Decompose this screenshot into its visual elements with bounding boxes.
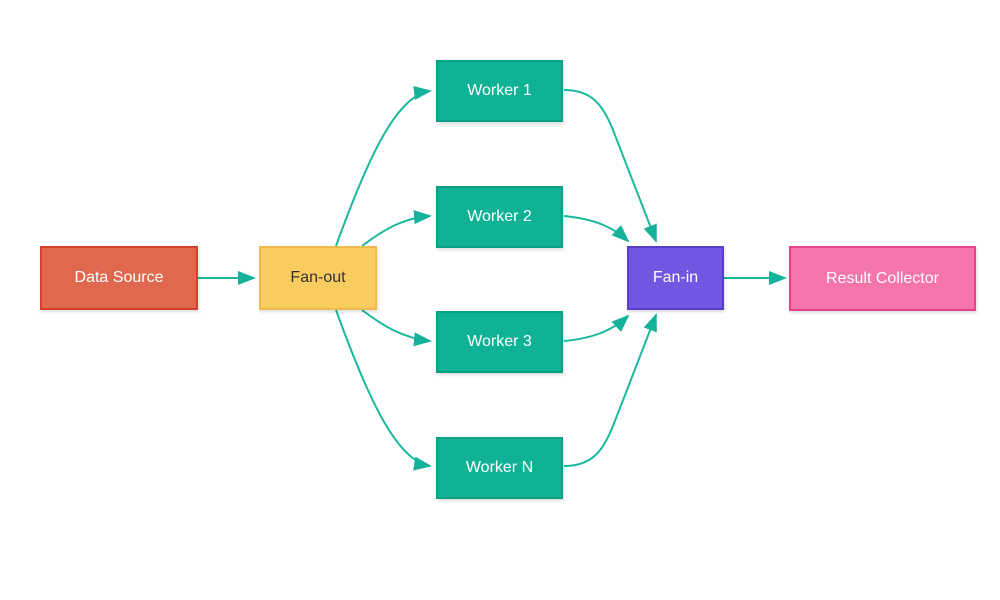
node-worker-3-label: Worker 3 [467,333,532,350]
node-data-source-label: Data Source [74,269,164,286]
node-worker-2-label: Worker 2 [467,208,532,225]
node-result-collector: Result Collector [789,246,976,311]
edge-fanout-worker3 [361,309,432,347]
node-worker-n: Worker N [436,437,563,499]
node-data-source: Data Source [40,246,198,310]
node-result-collector-label: Result Collector [826,269,939,287]
edge-fanout-worker2 [361,210,432,247]
node-worker-3: Worker 3 [436,311,563,373]
edge-fanout-workern [335,309,432,471]
node-fan-out-label: Fan-out [290,269,346,286]
edge-worker1-fanin [563,89,657,243]
edge-fanout-worker1 [335,86,432,247]
node-worker-1-label: Worker 1 [467,82,532,99]
node-fan-in: Fan-in [627,246,724,310]
node-fan-in-label: Fan-in [652,269,699,286]
edge-worker2-fanin [563,215,630,243]
node-worker-2: Worker 2 [436,186,563,248]
node-fan-out: Fan-out [259,246,377,310]
node-worker-1: Worker 1 [436,60,563,122]
node-worker-n-label: Worker N [465,459,534,476]
edge-worker3-fanin [563,314,630,342]
edge-workern-fanin [563,313,657,467]
